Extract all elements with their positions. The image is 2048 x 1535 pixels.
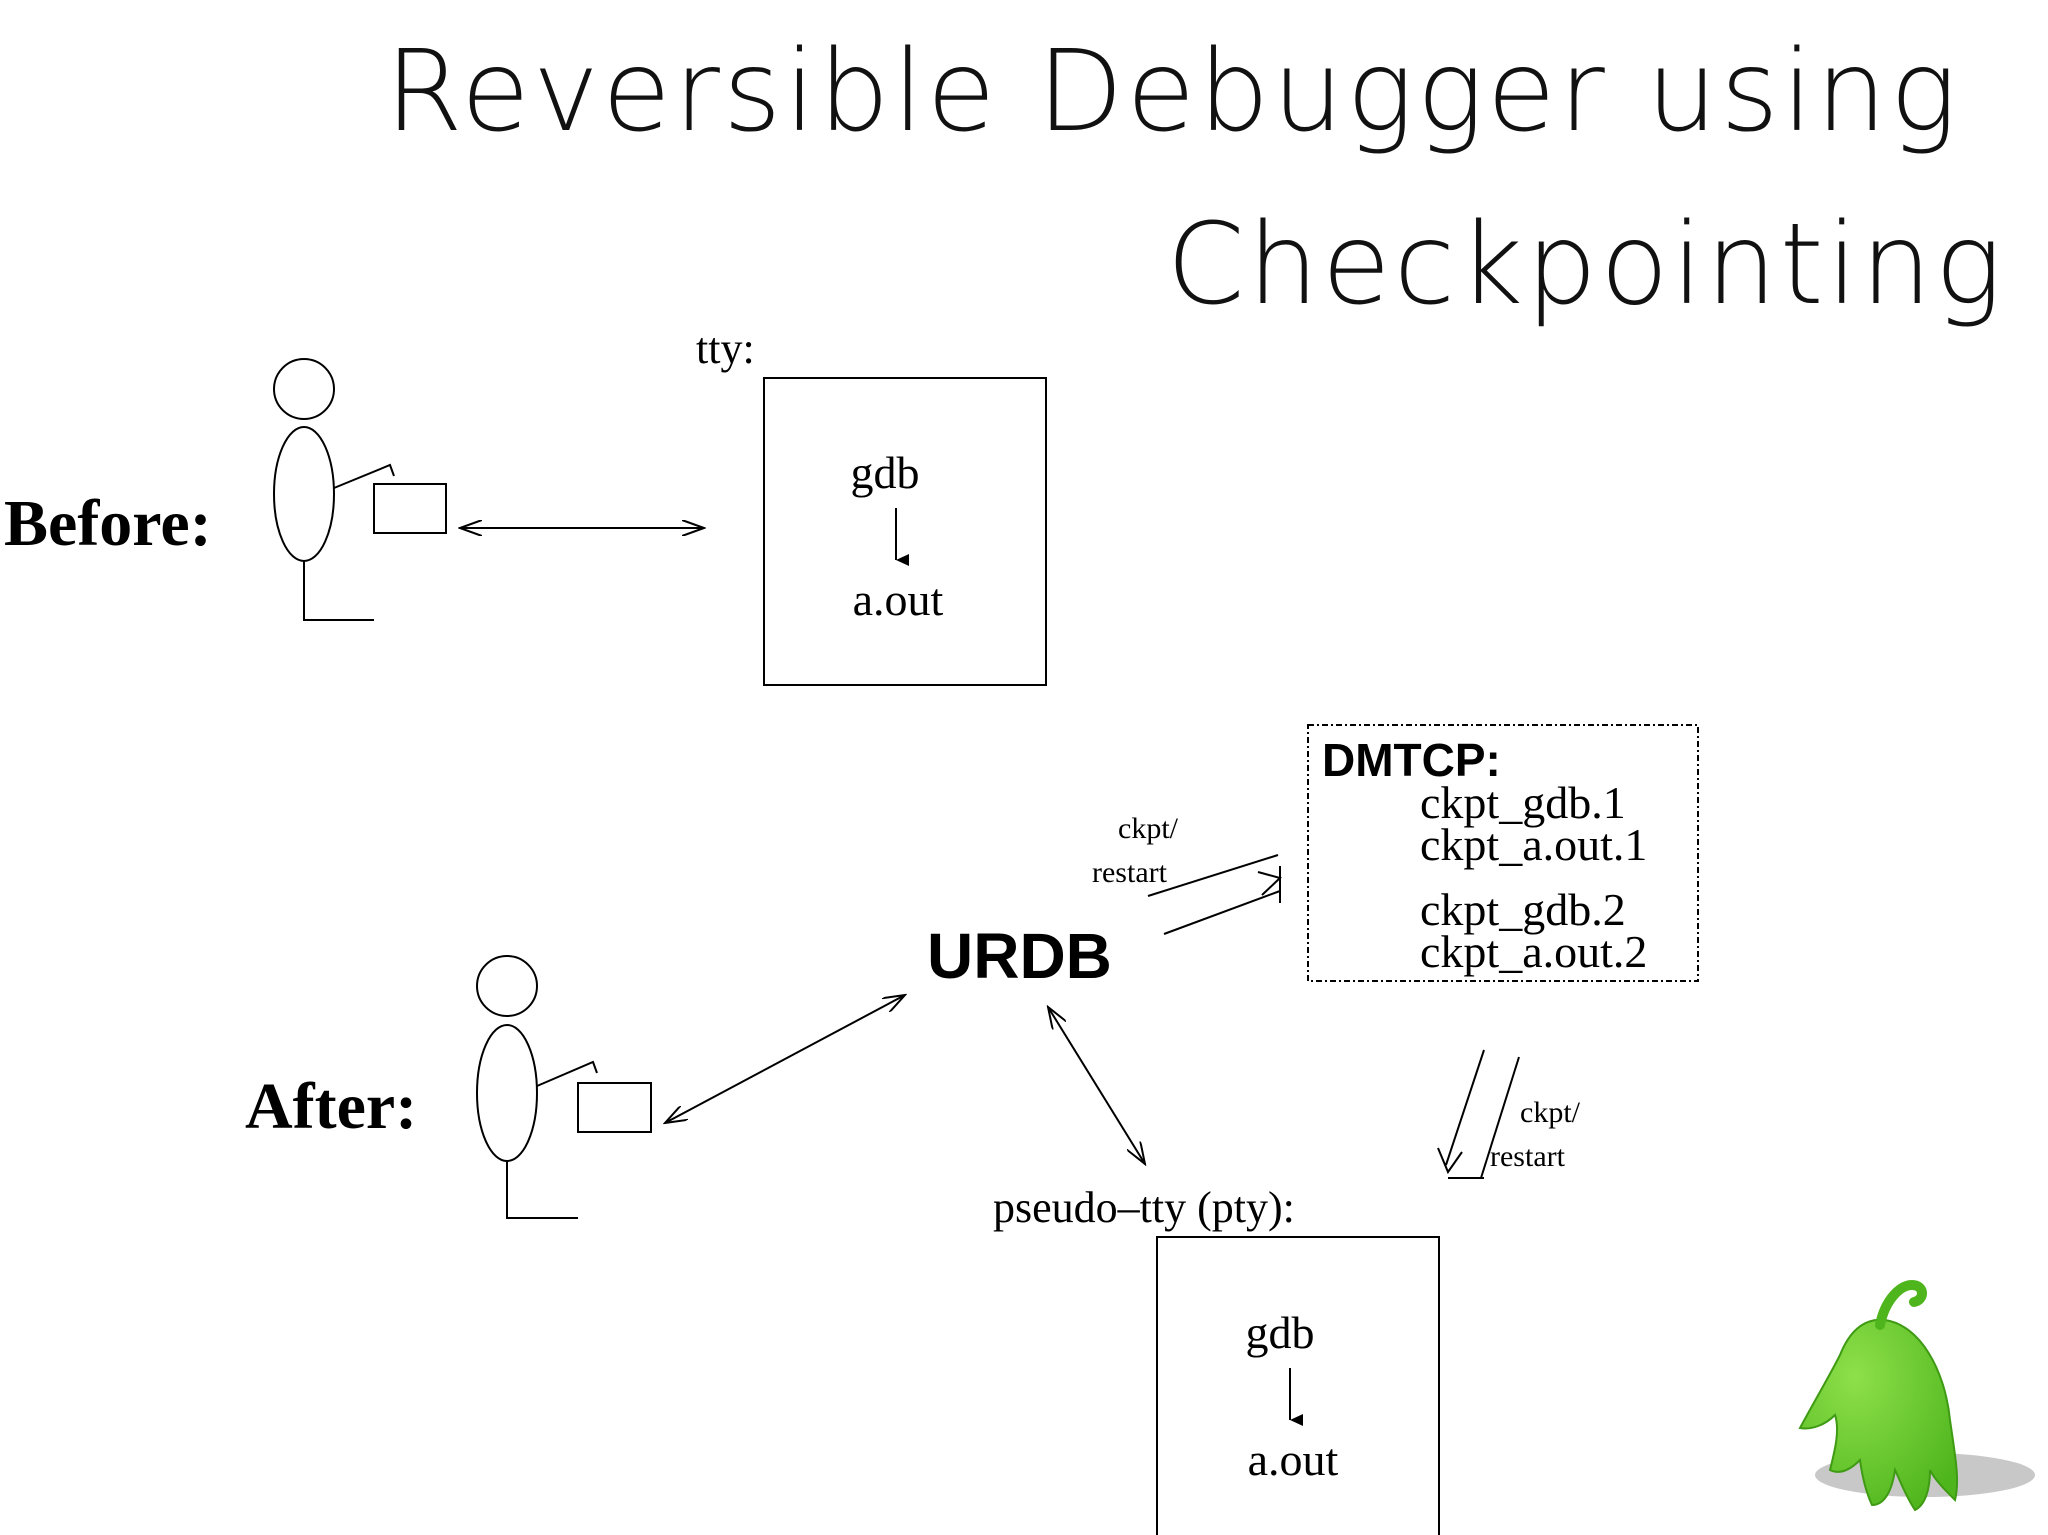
ckpt-restart-upper-line-2: restart xyxy=(1092,856,1168,889)
ckpt-restart-lower-arrow xyxy=(1437,1049,1520,1179)
urdb-pty-arrow xyxy=(1048,1007,1145,1164)
checkpoint-file: ckpt_a.out.2 xyxy=(1420,926,1647,977)
ckpt-restart-upper-line-1: ckpt/ xyxy=(1118,812,1179,845)
before-label: Before: xyxy=(4,487,212,560)
pty-label: pseudo–tty (pty): xyxy=(993,1183,1295,1232)
user-figure-after xyxy=(476,955,652,1219)
after-gdb-label: gdb xyxy=(1246,1307,1315,1358)
after-aout-label: a.out xyxy=(1248,1434,1339,1485)
slide-title-line-2: Checkpointing xyxy=(1167,200,2005,330)
dmtcp-box: DMTCP: ckpt_gdb.1 ckpt_a.out.1 ckpt_gdb.… xyxy=(1307,724,1699,982)
user-figure-before xyxy=(273,358,447,621)
after-label: After: xyxy=(245,1070,417,1143)
keyboard-icon xyxy=(373,483,447,534)
checkpoint-file: ckpt_a.out.1 xyxy=(1420,819,1647,870)
checkpoint-file: ckpt_gdb.2 xyxy=(1420,884,1626,935)
checkpoint-file: ckpt_gdb.1 xyxy=(1420,777,1626,828)
urdb-label: URDB xyxy=(927,920,1112,992)
ckpt-restart-lower-line-2: restart xyxy=(1490,1140,1566,1173)
keyboard-icon xyxy=(577,1082,652,1133)
before-aout-label: a.out xyxy=(853,574,944,625)
tty-label: tty: xyxy=(696,324,755,373)
dmtcp-title: DMTCP: xyxy=(1322,734,1501,786)
ckpt-restart-lower-line-1: ckpt/ xyxy=(1520,1096,1581,1129)
user-urdb-arrow xyxy=(665,995,905,1123)
ckpt-restart-upper-arrow xyxy=(1147,854,1282,935)
tty-box: gdb a.out xyxy=(763,377,1047,686)
green-ghost-mascot-icon xyxy=(1798,1279,2035,1512)
slide-title-line-1: Reversible Debugger using xyxy=(385,27,1960,157)
pty-box: gdb a.out xyxy=(1156,1236,1440,1535)
before-gdb-label: gdb xyxy=(851,447,920,498)
